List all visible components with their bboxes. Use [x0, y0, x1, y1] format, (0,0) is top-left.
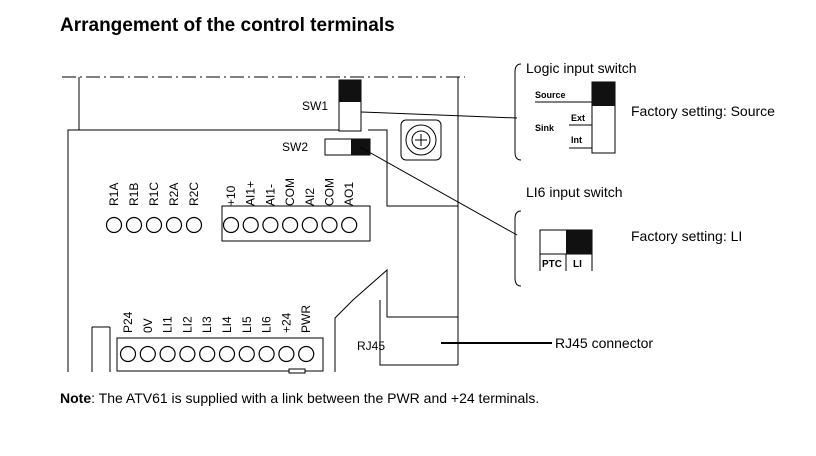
relay-terminal — [165, 216, 183, 234]
logic-terminal — [179, 345, 196, 363]
sw2-leader — [359, 146, 518, 236]
analog-terminal — [242, 216, 259, 234]
analog-terminal-label: COM — [323, 178, 337, 206]
rj45-label: RJ45 — [357, 339, 385, 353]
analog-terminal-label: AO1 — [342, 182, 356, 206]
logic-terminal-label: LI1 — [161, 316, 175, 333]
board-outline — [67, 129, 459, 372]
logic-switch-title: Logic input switch — [526, 60, 637, 76]
relay-terminal — [125, 216, 143, 234]
logic-terminal-label: PWR — [299, 305, 313, 333]
li6-switch-title: LI6 input switch — [526, 184, 623, 200]
ptc-label: PTC — [542, 259, 562, 270]
note-text: : The ATV61 is supplied with a link betw… — [91, 390, 540, 406]
source-label: Source — [535, 90, 566, 100]
li6-factory-setting: Factory setting: LI — [631, 228, 742, 244]
analog-terminal-label: AI1- — [263, 184, 277, 206]
analog-terminal-label: COM — [283, 178, 297, 206]
logic-terminal — [159, 345, 176, 363]
sw1-label: SW1 — [302, 99, 328, 113]
logic-terminal — [258, 345, 275, 363]
logic-terminal-label: 0V — [141, 318, 155, 333]
relay-terminal — [105, 216, 123, 234]
sw1-knob — [339, 80, 361, 102]
relay-terminal-label: R1B — [127, 183, 141, 206]
logic-terminal — [238, 345, 255, 363]
page-title: Arrangement of the control terminals — [60, 15, 395, 36]
sw1-leader — [360, 111, 518, 119]
logic-terminal-label: LI3 — [200, 316, 214, 333]
analog-terminal-label: +10 — [224, 185, 238, 206]
note-label: Note — [60, 390, 92, 406]
analog-terminal — [341, 216, 358, 234]
analog-terminal — [222, 216, 240, 234]
logic-switch-knob — [592, 82, 615, 106]
logic-factory-setting: Factory setting: Source — [631, 103, 775, 119]
analog-terminal — [262, 216, 279, 234]
screw-icon — [400, 119, 442, 161]
relay-terminal-label: R1A — [107, 183, 121, 206]
logic-terminal — [278, 345, 295, 363]
sw2-label: SW2 — [282, 140, 308, 154]
note: Note: The ATV61 is supplied with a link … — [60, 390, 539, 406]
inner-panel — [379, 300, 458, 366]
logic-terminal — [218, 345, 236, 363]
relay-terminal-label: R2C — [187, 182, 201, 206]
rj45-connector-label: RJ45 connector — [555, 335, 653, 351]
logic-terminal — [298, 345, 315, 363]
logic-terminal-label: LI6 — [260, 316, 274, 333]
logic-terminals: P24 0V LI1 LI2 LI3 LI4 LI5 LI6 +24 PWR — [119, 305, 315, 363]
relay-terminal — [145, 216, 163, 234]
logic-terminal-label: P24 — [121, 311, 135, 333]
logic-terminal-label: LI2 — [180, 316, 194, 333]
logic-switch-bracket — [514, 63, 522, 161]
li-label: LI — [573, 259, 582, 270]
li6-switch-bracket — [514, 210, 522, 287]
logic-terminal — [119, 345, 137, 363]
relay-terminal-label: R1C — [147, 182, 161, 206]
analog-terminal-label: AI2 — [303, 188, 317, 206]
logic-terminal — [199, 345, 216, 363]
logic-terminal-label: LI4 — [220, 316, 234, 333]
sink-label: Sink — [535, 123, 555, 133]
analog-terminal — [301, 216, 318, 234]
analog-terminal — [321, 216, 338, 234]
analog-terminals: +10 AI1+ AI1- COM AI2 COM AO1 — [222, 178, 358, 234]
logic-terminal-label: +24 — [279, 312, 293, 333]
analog-terminal-label: AI1+ — [244, 181, 258, 206]
int-label: Int — [571, 135, 582, 145]
logic-terminal-label: LI5 — [240, 316, 254, 333]
analog-terminal — [282, 216, 299, 234]
logic-terminal — [139, 345, 156, 363]
ext-label: Ext — [571, 113, 585, 123]
relay-terminal-label: R2A — [167, 183, 181, 206]
relay-terminals: R1A R1B R1C R2A R2C — [105, 182, 203, 234]
li6-switch-knob — [566, 230, 592, 254]
relay-terminal — [185, 216, 203, 234]
